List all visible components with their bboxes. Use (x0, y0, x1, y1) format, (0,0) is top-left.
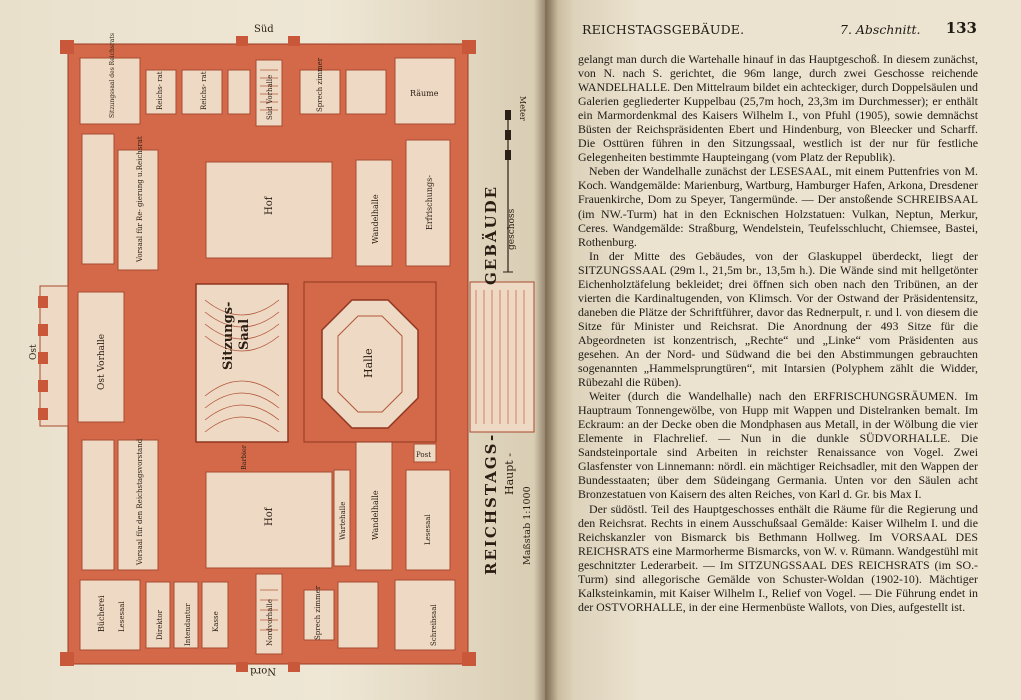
label-nordvorhalle: Nordvorhalle (266, 599, 274, 646)
floor-plan: Süd Nord Ost GEBÄUDE geschoss REICHSTAGS… (29, 24, 535, 676)
plan-scale-label: Maßstab 1:1000 (522, 486, 533, 565)
sitzungssaal-shape (195, 283, 289, 443)
label-wandelhalle-top: Wandelhalle (371, 194, 380, 244)
label-sprechzimmer-s: Sprech zimmer (316, 57, 324, 112)
label-sitzungssaal-reichsrat: Sitzungssaal des Reichsrats (109, 33, 116, 118)
label-post: Post (416, 451, 431, 459)
label-intendantur: Intendantur (184, 603, 192, 646)
compass-nord: Nord (249, 665, 276, 676)
scale-bar (503, 110, 513, 273)
section-label: 7. Abschnitt. (840, 22, 921, 37)
label-reichsrat-2: Reichs- rat (200, 71, 208, 110)
label-halle: Halle (362, 348, 375, 378)
label-wartehalle: Wartehalle (339, 502, 347, 540)
label-kasse: Kasse (212, 611, 220, 632)
label-vorsaal-reichstagsvorstand: Vorsaal für den Reichstagsvorstand (136, 438, 144, 566)
label-wandelhalle-bottom: Wandelhalle (371, 490, 380, 540)
paragraph-5: Der südöstl. Teil des Hauptgeschosses en… (578, 501, 978, 614)
book-gutter (534, 0, 558, 700)
plan-title-left: REICHSTAGS- (482, 433, 500, 575)
plan-title-right: GEBÄUDE (481, 185, 500, 285)
left-page-floor-plan: Süd Nord Ost GEBÄUDE geschoss REICHSTAGS… (0, 0, 545, 700)
label-lesesaal-corner: Lesesaal (118, 601, 126, 632)
label-lesesaal: Lesesaal (424, 514, 432, 545)
label-hof-bottom: Hof (264, 506, 275, 526)
label-reichsrat-1: Reichs- rat (156, 71, 164, 110)
label-erfrischungsraeume: Erfrischungs- (425, 175, 434, 230)
paragraph-1: gelangt man durch die Wartehalle hinauf … (578, 52, 978, 165)
page-header: REICHSTAGSGEBÄUDE. 7. Abschnitt. 133 (582, 19, 977, 44)
paragraph-3: In der Mitte des Gebäudes, von der Glask… (578, 248, 978, 390)
plan-meter-label: Meter (518, 96, 527, 121)
halle-shape (303, 281, 437, 443)
label-sitzungssaal: Sitzungs- (221, 302, 236, 370)
paragraph-4: Weiter (durch die Wandelhalle) nach den … (578, 389, 978, 502)
paragraph-2: Neben der Wandelhalle zunächst der LESES… (578, 164, 978, 249)
label-vorsaal-regierung: Vorsaal für Re- gierung u.Reichsrat (136, 136, 144, 263)
plan-title-right-sub: geschoss (507, 208, 517, 250)
right-page-text (545, 0, 1021, 700)
label-buecherei: Bücherei (97, 595, 106, 632)
label-direktor: Direktor (156, 609, 164, 640)
running-title: REICHSTAGSGEBÄUDE. (582, 22, 745, 37)
label-raeume: Räume (410, 89, 439, 98)
label-barbier: Barbier (240, 444, 248, 470)
label-sprechzimmer-n: Sprech zimmer (314, 585, 322, 640)
plan-title-left-sub: Haupt - (503, 453, 516, 495)
label-suedvorhalle: Süd Vorhalle (266, 75, 274, 120)
label-schreibsaal: Schreibsaal (430, 604, 438, 646)
label-saal: Saal (237, 319, 252, 350)
body-text: gelangt man durch die Wartehalle hinauf … (578, 52, 978, 614)
compass-sued: Süd (254, 24, 274, 35)
label-ost-vorhalle: Ost Vorhalle (97, 334, 107, 390)
label-hof-top: Hof (264, 195, 275, 215)
compass-ost: Ost (29, 344, 39, 360)
page-number: 133 (945, 19, 977, 37)
